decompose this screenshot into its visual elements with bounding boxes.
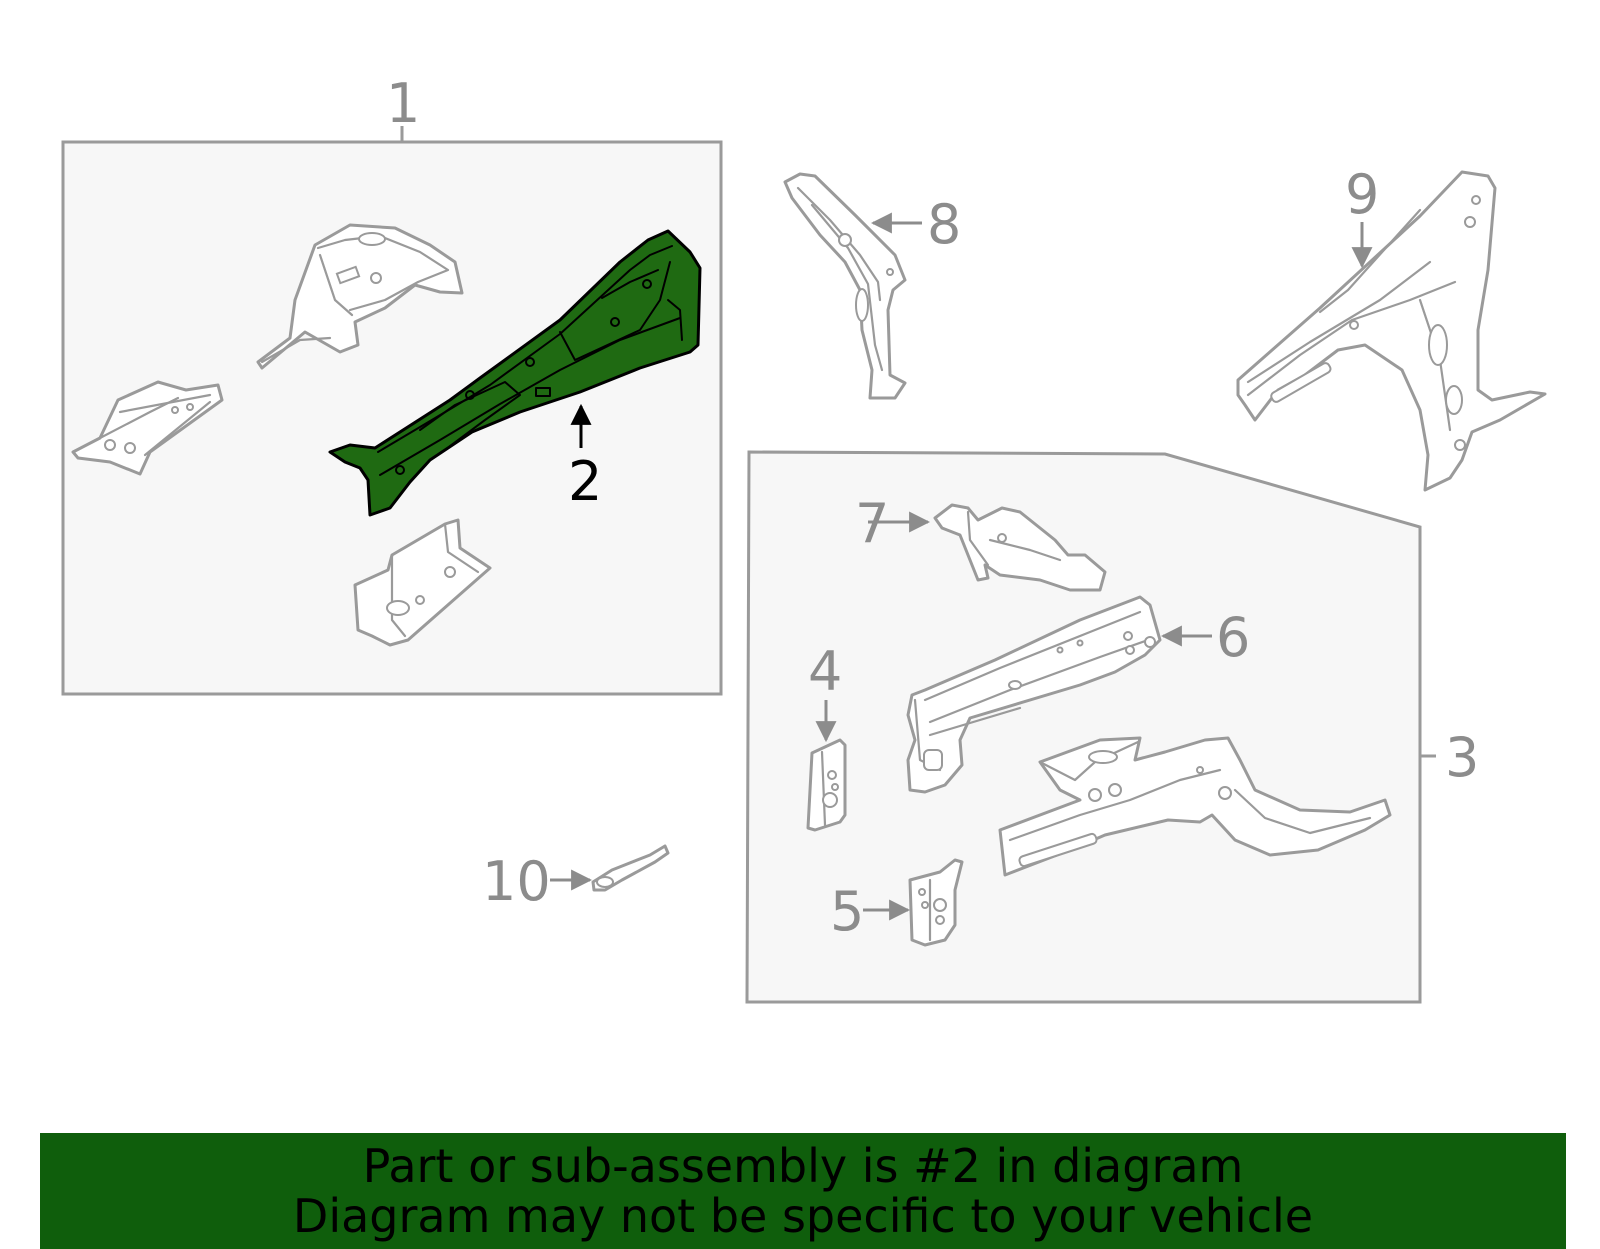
- part-left-plate: [71, 380, 224, 476]
- callout-7: 7: [855, 492, 889, 555]
- callout-2: 2: [568, 450, 602, 513]
- part-6-rail: [906, 595, 1162, 794]
- part-8-pillar-brace: [783, 172, 907, 400]
- assembly-3-box: [745, 450, 1422, 1004]
- part-upper-bracket: [256, 223, 464, 370]
- part-10-clip: [591, 844, 670, 892]
- footer-line-2: Diagram may not be specific to your vehi…: [292, 1189, 1314, 1243]
- callout-8: 8: [927, 193, 961, 256]
- part-7-bracket: [933, 503, 1107, 592]
- part-lower-rail: [998, 736, 1392, 877]
- callout-9: 9: [1345, 163, 1379, 226]
- part-9-inner-fender-panel: [1236, 170, 1547, 492]
- part-2-rail-highlighted: [328, 229, 702, 517]
- callout-5: 5: [830, 880, 864, 943]
- part-5-bracket: [908, 858, 964, 947]
- part-lower-bracket: [353, 518, 492, 647]
- footer-line-1: Part or sub-assembly is #2 in diagram: [362, 1139, 1244, 1193]
- footer-banner: Part or sub-assembly is #2 in diagram Di…: [40, 1133, 1566, 1249]
- callout-3: 3: [1445, 726, 1479, 789]
- callout-1: 1: [386, 72, 420, 135]
- callout-10: 10: [482, 850, 551, 913]
- part-4-plate: [806, 738, 847, 832]
- callout-6: 6: [1216, 606, 1250, 669]
- callout-4: 4: [808, 640, 842, 703]
